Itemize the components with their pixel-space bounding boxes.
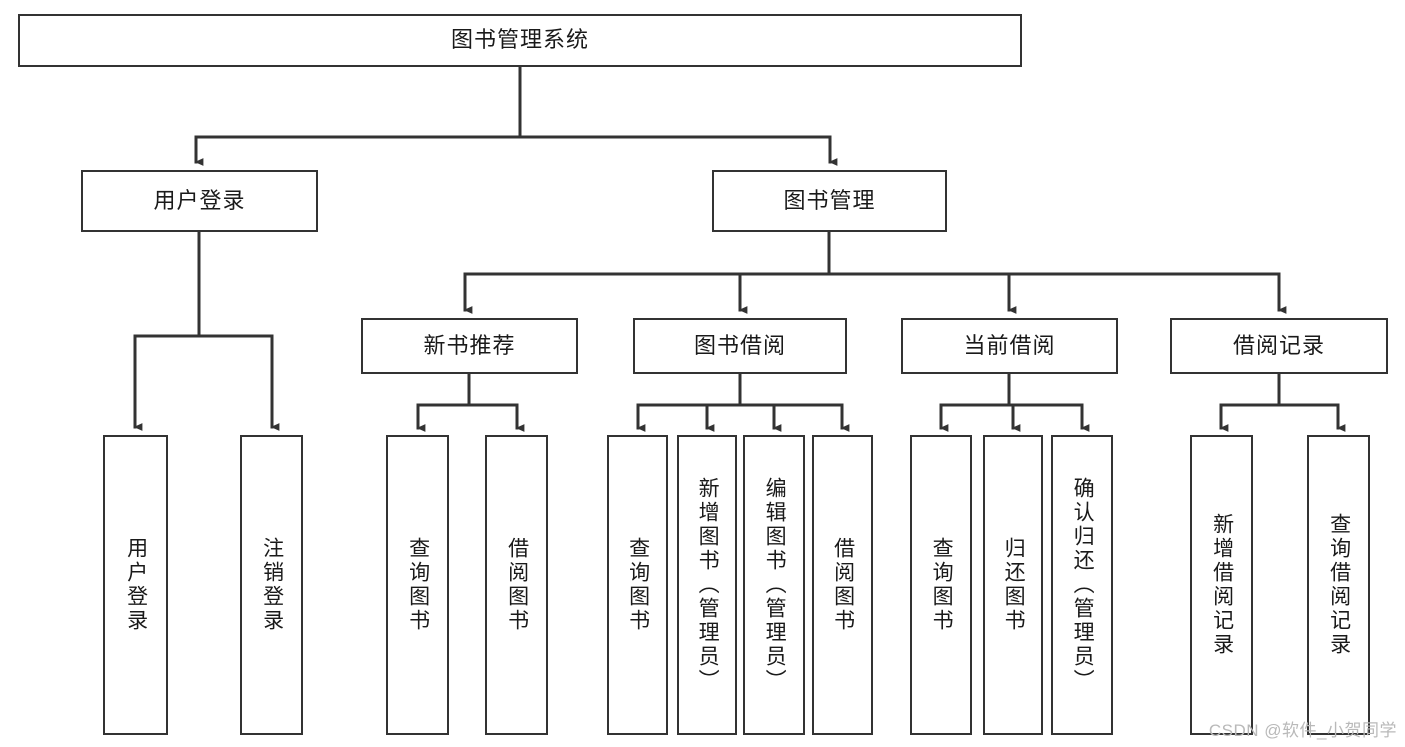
leaf-label: 编辑图书（管理员） [763,477,787,693]
leaf-label: 新增借阅记录 [1210,513,1234,657]
node-leaf-add-book-admin[interactable]: 新增图书（管理员） [677,435,737,735]
node-book-management[interactable]: 图书管理 [712,170,947,232]
node-leaf-edit-book-admin[interactable]: 编辑图书（管理员） [743,435,805,735]
leaf-label: 注销登录 [260,537,284,633]
leaf-label: 确认归还（管理员） [1071,477,1095,693]
node-leaf-query-book-2[interactable]: 查询图书 [607,435,668,735]
leaf-label: 查询图书 [930,537,954,633]
node-new-book-recommend[interactable]: 新书推荐 [361,318,578,374]
node-current-borrow[interactable]: 当前借阅 [901,318,1118,374]
node-leaf-query-book-1[interactable]: 查询图书 [386,435,449,735]
leaf-label: 查询借阅记录 [1327,513,1351,657]
leaf-label: 查询图书 [626,537,650,633]
node-leaf-borrow-book-1[interactable]: 借阅图书 [485,435,548,735]
leaf-label: 借阅图书 [505,537,529,633]
node-borrow-record[interactable]: 借阅记录 [1170,318,1388,374]
node-leaf-logout-login[interactable]: 注销登录 [240,435,303,735]
node-leaf-query-book-3[interactable]: 查询图书 [910,435,972,735]
node-leaf-borrow-book-2[interactable]: 借阅图书 [812,435,873,735]
leaf-label: 用户登录 [124,537,148,633]
node-leaf-confirm-return-admin[interactable]: 确认归还（管理员） [1051,435,1113,735]
node-leaf-add-borrow-record[interactable]: 新增借阅记录 [1190,435,1253,735]
node-leaf-user-login[interactable]: 用户登录 [103,435,168,735]
leaf-label: 查询图书 [406,537,430,633]
node-leaf-query-borrow-record[interactable]: 查询借阅记录 [1307,435,1370,735]
node-book-borrow[interactable]: 图书借阅 [633,318,847,374]
leaf-label: 新增图书（管理员） [696,477,720,693]
node-leaf-return-book[interactable]: 归还图书 [983,435,1043,735]
leaf-label: 归还图书 [1002,537,1026,633]
node-book-management-system[interactable]: 图书管理系统 [18,14,1022,67]
leaf-label: 借阅图书 [831,537,855,633]
node-user-login[interactable]: 用户登录 [81,170,318,232]
